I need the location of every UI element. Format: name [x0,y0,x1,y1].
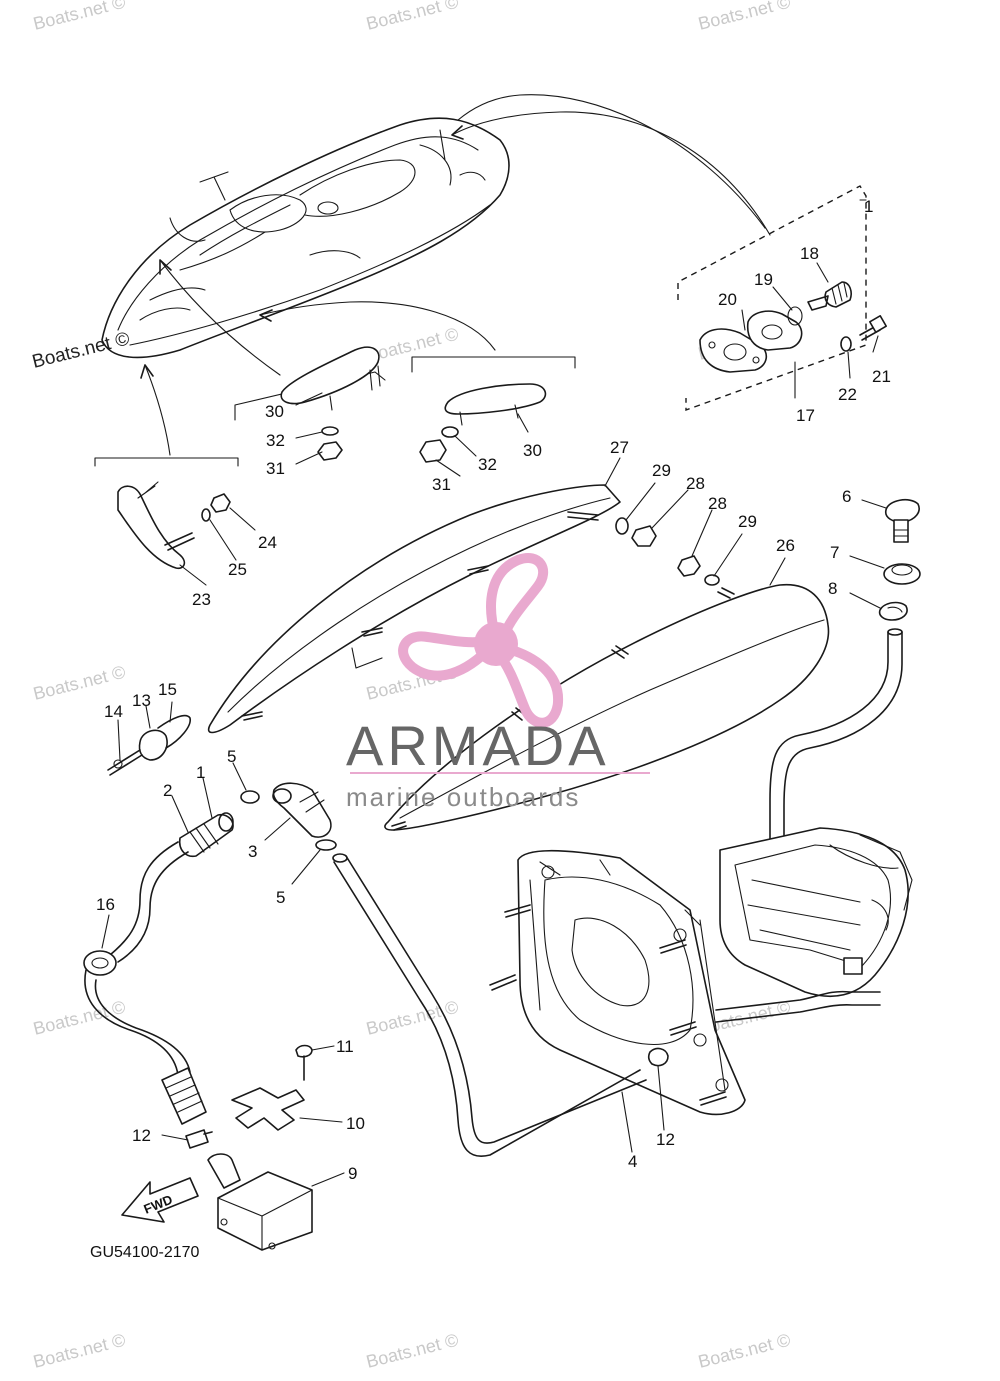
callout-12: 12 [132,1126,151,1145]
propeller-logo [398,553,563,728]
callout-9: 9 [348,1164,357,1183]
callout-23: 23 [192,590,211,609]
intake-housing [489,849,746,1116]
part-20-gasket [699,328,768,373]
callout-1: 1 [196,763,205,782]
callout-32: 32 [266,431,285,450]
watermark-dark: Boats.net © [30,328,132,372]
part-1-2-hose-fitting [178,812,234,858]
part-8-clamp [878,601,908,621]
part-27-sponson-left [207,484,657,734]
part-12-fitting-left [185,1129,213,1149]
callout-14: 14 [104,702,123,721]
callout-6: 6 [842,487,851,506]
callout-leaders [101,262,887,1187]
part-10-bracket [231,1087,305,1131]
callout-27: 27 [610,438,629,457]
callout-7: 7 [830,543,839,562]
callout-26: 26 [776,536,795,555]
callout-30: 30 [523,441,542,460]
callout-2: 2 [163,781,172,800]
callout-22: 22 [838,385,857,404]
part-9-filter-box [207,1153,313,1251]
callout-10: 10 [346,1114,365,1133]
callout-1: 1 [864,197,873,216]
callout-28: 28 [686,474,705,493]
part-5-clamps [240,790,337,851]
callout-32: 32 [478,455,497,474]
corrugated-hose-end [161,1067,207,1125]
callout-5: 5 [276,888,285,907]
watercraft-hull-illustration [101,117,510,359]
part-16-grommet [83,950,117,976]
callout-4: 4 [628,1152,637,1171]
part-6-cap [884,498,920,543]
jet-pump-housing [719,827,913,998]
watermark: Boats.net © [364,0,460,34]
watermark: Boats.net © [31,1330,127,1372]
callout-19: 19 [754,270,773,289]
callout-13: 13 [132,691,151,710]
part-11-screw [295,1044,313,1081]
callout-25: 25 [228,560,247,579]
part-21-22-screw-washer [840,315,887,352]
brand-overlay: ARMADA marine outboards [346,553,650,812]
callout-15: 15 [158,680,177,699]
callout-11: 11 [336,1037,354,1056]
part-12-fitting-right [647,1047,669,1067]
brand-tagline: marine outboards [346,782,580,812]
part-23-small-handle [117,481,231,570]
watermark: Boats.net © [31,662,127,704]
callout-30: 30 [265,402,284,421]
assembly-arrows [140,94,771,456]
callout-21: 21 [872,367,891,386]
forward-direction-arrow: FWD [121,1177,199,1223]
callout-29: 29 [738,512,757,531]
watermark: Boats.net © [696,1330,792,1372]
callout-29: 29 [652,461,671,480]
callout-31: 31 [266,459,285,478]
diagram-code: GU54100-2170 [90,1244,200,1261]
callout-5: 5 [227,747,236,766]
brand-name: ARMADA [346,714,610,777]
callout-20: 20 [718,290,737,309]
hose-16-line [84,841,191,1076]
watermark: Boats.net © [31,0,127,34]
brand-divider [350,772,650,774]
part-7-grommet [883,563,921,585]
watermark: Boats.net © [31,997,127,1039]
callout-8: 8 [828,579,837,598]
water-hose-4 [332,853,881,1157]
callout-3: 3 [248,842,257,861]
callout-24: 24 [258,533,277,552]
callout-31: 31 [432,475,451,494]
callout-numbers: 1 1 2 3 4 5 5 6 7 8 9 10 11 12 12 13 14 … [96,197,891,1183]
callout-28: 28 [708,494,727,513]
callout-18: 18 [800,244,819,263]
part-3-elbow-fitting [272,782,332,838]
part-17-plate [746,306,803,351]
vent-hose-right [769,628,903,846]
watermark: Boats.net © [696,0,792,34]
watermark: Boats.net © [364,1330,460,1372]
callout-16: 16 [96,895,115,914]
part-18-drain-plug [807,281,852,311]
part-30-grab-handle-right [419,383,547,463]
callout-12: 12 [656,1130,675,1149]
part-13-15-clamp-assembly [107,714,191,776]
callout-17: 17 [796,406,815,425]
drain-plug-subassembly-box [677,185,867,411]
part-30-grab-handle-left [280,346,381,461]
